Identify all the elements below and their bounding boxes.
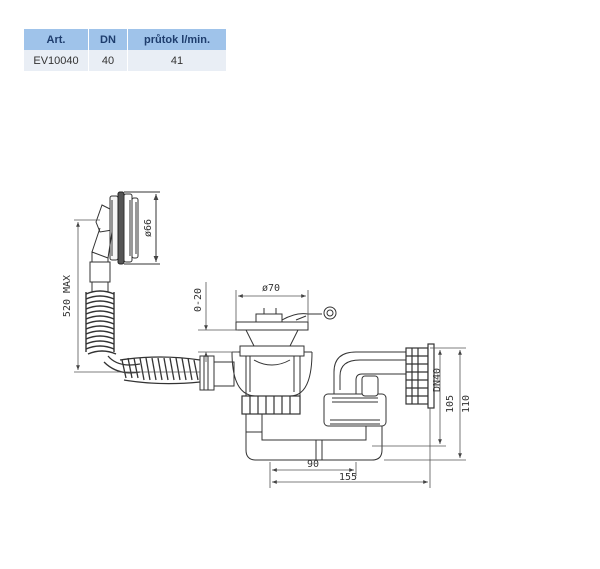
dim-90-lines: [269, 462, 357, 488]
chain: [281, 306, 337, 321]
cell-flow: 41: [127, 50, 226, 71]
dim-520-lines: [74, 219, 200, 373]
dim-105-label: 105: [445, 395, 456, 413]
cell-art: EV10040: [24, 50, 89, 71]
overflow-head: [91, 191, 139, 271]
header-art: Art.: [24, 29, 89, 50]
dim-66-lines: [124, 191, 160, 265]
dim-155-lines: [272, 408, 431, 488]
dim-66-label: ø66: [143, 219, 154, 237]
dim-020-lines: [198, 282, 238, 362]
header-dn: DN: [88, 29, 128, 50]
overflow-pipe: [89, 261, 111, 292]
spec-table-header-row: Art. DN průtok l/min.: [24, 29, 226, 50]
table-row: EV10040 40 41: [24, 50, 226, 71]
dim-70-lines: [235, 290, 309, 322]
dim-155-label: 155: [339, 472, 357, 483]
waste-body: [231, 345, 313, 397]
spec-table: Art. DN průtok l/min. EV10040 40 41: [24, 29, 226, 71]
cell-dn: 40: [88, 50, 128, 71]
dim-020-label: 0-20: [193, 288, 204, 312]
side-inlet-nut: [199, 355, 235, 391]
connecting-hose: [103, 355, 201, 385]
dim-70-label: ø70: [262, 283, 280, 294]
trap-bend: [245, 414, 383, 461]
overflow-corrugated-pipe: [85, 290, 117, 355]
dim-520-label: 520 MAX: [62, 275, 73, 317]
outlet-nut: [405, 343, 435, 409]
dim-dn40-label: DN40: [432, 368, 443, 392]
waste-union-nut: [241, 395, 301, 415]
dim-90-label: 90: [307, 459, 319, 470]
trap-body: [323, 393, 387, 427]
trap-elbow: [333, 351, 410, 397]
dim-105-110-lines: [372, 347, 466, 461]
waste-plug: [235, 308, 309, 347]
dim-110-label: 110: [461, 395, 472, 413]
header-flow: průtok l/min.: [127, 29, 226, 50]
